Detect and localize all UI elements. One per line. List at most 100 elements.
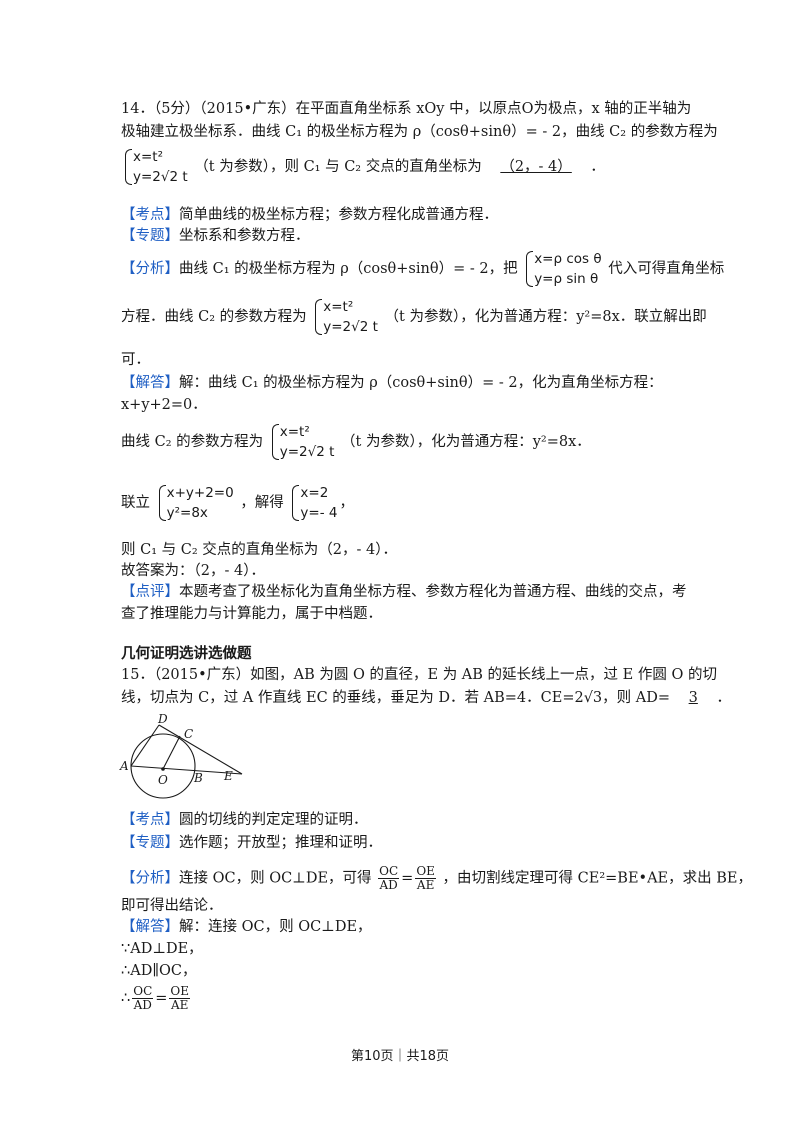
therefore-symbol: ∴ (121, 990, 131, 1007)
center-o-dot (161, 767, 165, 771)
fenxi-text-end: （t 为参数），化为普通方程：y²=8x．联立解出即 (384, 309, 707, 325)
sys-x: x=t² (323, 299, 354, 315)
line-ae (130, 765, 243, 775)
zhuanti-text: 坐标系和参数方程． (179, 228, 310, 244)
q14-zhuanti: 【专题】坐标系和参数方程． (121, 226, 310, 246)
q14-jieda-line4: 联立 x+y+2=0 y²=8x ，解得 x=2 y=- 4 ， (121, 483, 354, 523)
label-e: E (223, 769, 233, 783)
q14-param-system: x=t² y=2√2 t (123, 147, 188, 187)
q15-line2: 线，切点为 C，过 A 作直线 EC 的垂线，垂足为 D．若 AB=4．CE=2… (121, 688, 731, 708)
sys-y: y=2√2 t (279, 444, 335, 460)
section-title: 几何证明选讲选做题 (121, 646, 252, 662)
q14-line3-text: （t 为参数），则 C₁ 与 C₂ 交点的直角坐标为 (194, 159, 482, 175)
sys-y: y=ρ sin θ (534, 271, 599, 287)
label-o: O (158, 773, 168, 787)
label-d: D (157, 712, 168, 726)
fenxi-text-end: 代入可得直角坐标 (608, 261, 725, 277)
tangent-de (158, 724, 243, 775)
fenxi-tag: 【分析】 (121, 870, 179, 887)
jieda-tag: 【解答】 (121, 919, 179, 935)
q14-answer: （2，- 4） (500, 159, 572, 175)
sys-y: y²=8x (166, 505, 208, 521)
q14-param-system-3: x=t² y=2√2 t (270, 422, 335, 462)
q14-param-system-2: x=t² y=2√2 t (313, 297, 378, 337)
q14-jieda-line1: 【解答】解：曲线 C₁ 的极坐标方程为 ρ（cosθ+sinθ）= - 2，化为… (121, 373, 663, 393)
equals: = (155, 990, 168, 1007)
lianli-system: x+y+2=0 y²=8x (157, 483, 234, 523)
frac-den: AE (171, 998, 189, 1012)
equals: = (401, 870, 414, 887)
sys-y: y=2√2 t (323, 319, 378, 335)
frac-num: OC (378, 864, 400, 879)
kaodian-text: 简单曲线的极坐标方程；参数方程化成普通方程． (179, 207, 498, 223)
kaodian-tag: 【考点】 (121, 207, 179, 223)
kaodian-text: 圆的切线的判定定理的证明． (179, 812, 368, 828)
jieda-text: 解：连接 OC，则 OC⊥DE， (179, 919, 372, 935)
q15-jieda-line3: ∴AD∥OC， (121, 963, 197, 979)
fenxi-text: 方程．曲线 C₂ 的参数方程为 (121, 309, 307, 325)
fenxi-text: 曲线 C₁ 的极坐标方程为 ρ（cosθ+sinθ）= - 2，把 (179, 261, 518, 277)
page-footer: 第10页｜共18页 (350, 1049, 450, 1064)
frac-den: AD (133, 998, 152, 1012)
frac-num: OE (169, 984, 191, 999)
q14-jieda-line6: 故答案为：（2，- 4）． (121, 563, 265, 579)
fenxi-text: 连接 OC，则 OC⊥DE，可得 (179, 870, 372, 887)
zhuanti-tag: 【专题】 (121, 835, 179, 851)
sys-x: x=t² (133, 149, 164, 165)
zhuanti-text: 选作题；开放型；推理和证明． (179, 835, 382, 851)
q15-line2-text: 线，切点为 C，过 A 作直线 EC 的垂线，垂足为 D．若 AB=4．CE=2… (121, 690, 671, 706)
q14-dianping-line1: 【点评】本题考查了极坐标化为直角坐标方程、参数方程化为普通方程、曲线的交点，考 (121, 582, 687, 602)
label-a: A (119, 759, 129, 773)
jieda-text: 曲线 C₂ 的参数方程为 (121, 434, 264, 450)
line-ad (130, 724, 160, 767)
jieda-tag: 【解答】 (121, 375, 179, 391)
punct: ． (590, 159, 605, 175)
sys-x: x+y+2=0 (166, 485, 234, 501)
dianping-tag: 【点评】 (121, 584, 179, 600)
fenxi-tag: 【分析】 (121, 261, 179, 277)
sys-y: y=- 4 (300, 505, 338, 521)
zhuanti-tag: 【专题】 (121, 228, 179, 244)
fenxi-text-end: ，由切割线定理可得 CE²=BE•AE，求出 BE， (442, 870, 752, 887)
q14-dianping-line2: 查了推理能力与计算能力，属于中档题． (121, 606, 382, 622)
q14-fenxi-line2: 方程．曲线 C₂ 的参数方程为 x=t² y=2√2 t （t 为参数），化为普… (121, 297, 707, 337)
q15-jieda-line1: 【解答】解：连接 OC，则 OC⊥DE， (121, 917, 372, 937)
polar-system: x=ρ cos θ y=ρ sin θ (524, 249, 602, 289)
frac-num: OE (415, 864, 436, 879)
q15-line1: 15．（2015•广东）如图，AB 为圆 O 的直径，E 为 AB 的延长线上一… (121, 667, 717, 683)
q14-jieda-line3: 曲线 C₂ 的参数方程为 x=t² y=2√2 t （t 为参数），化为普通方程… (121, 422, 591, 462)
circle-o (130, 733, 196, 799)
q14-line2: 极轴建立极坐标系．曲线 C₁ 的极坐标方程为 ρ（cosθ+sinθ）= - 2… (121, 124, 718, 140)
dianping-text: 本题考查了极坐标化为直角坐标方程、参数方程化为普通方程、曲线的交点，考 (179, 584, 687, 600)
q15-answer: 3 (688, 690, 698, 706)
sys-x: x=2 (300, 485, 329, 501)
q14-jieda-line2: x+y+2=0． (121, 397, 207, 413)
jiede-text: ，解得 (240, 495, 284, 511)
q14-kaodian: 【考点】简单曲线的极坐标方程；参数方程化成普通方程． (121, 205, 498, 225)
line-oc (162, 735, 181, 770)
jieda-text-end: （t 为参数），化为普通方程：y²=8x． (341, 434, 591, 450)
q14-fenxi-line1: 【分析】曲线 C₁ 的极坐标方程为 ρ（cosθ+sinθ）= - 2，把 x=… (121, 249, 724, 289)
punct: ． (716, 690, 731, 706)
frac-den: AD (379, 878, 398, 892)
q14-fenxi-line3: 可． (121, 352, 150, 368)
lianli-text: 联立 (121, 495, 150, 511)
kaodian-tag: 【考点】 (121, 812, 179, 828)
q14-jieda-line5: 则 C₁ 与 C₂ 交点的直角坐标为（2，- 4）． (121, 542, 397, 558)
label-b: B (193, 771, 203, 785)
jieda-text: 解：曲线 C₁ 的极坐标方程为 ρ（cosθ+sinθ）= - 2，化为直角坐标… (179, 375, 663, 391)
sys-x: x=t² (279, 424, 310, 440)
punct: ， (339, 495, 354, 511)
solution-system: x=2 y=- 4 (290, 483, 337, 523)
sys-x: x=ρ cos θ (534, 251, 602, 267)
q15-zhuanti: 【专题】选作题；开放型；推理和证明． (121, 833, 382, 853)
q14-line1: 14．（5分）（2015•广东）在平面直角坐标系 xOy 中，以原点O为极点，x… (121, 101, 692, 117)
frac-num: OC (132, 984, 154, 999)
q15-fenxi-line2: 即可得出结论． (121, 898, 223, 914)
